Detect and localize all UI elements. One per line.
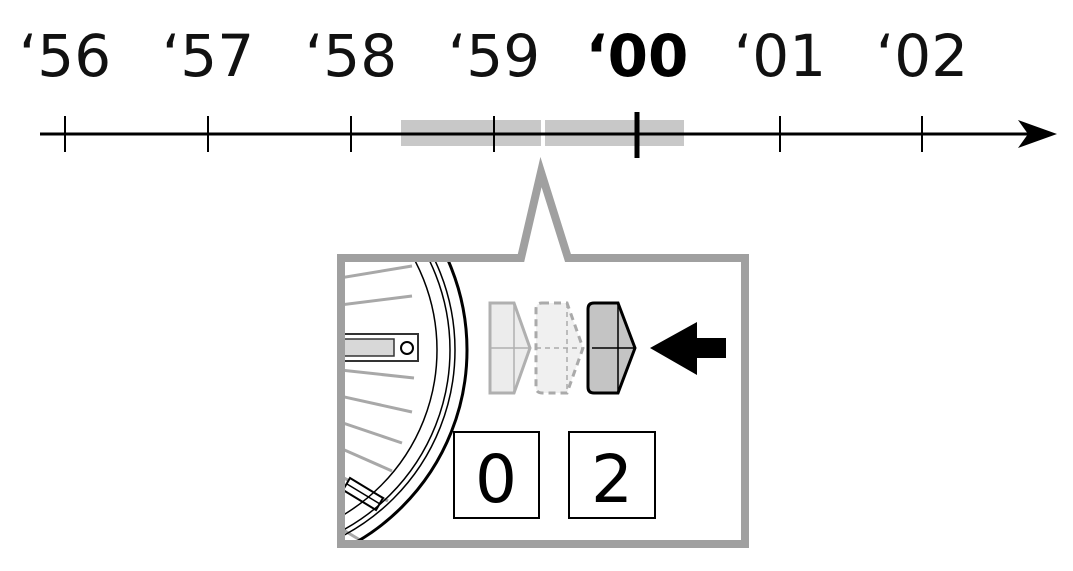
year-labels: ‘56 ‘57 ‘58 ‘59 ‘00 ‘01 ‘02: [19, 22, 968, 90]
timeline-axis: [40, 112, 1057, 158]
three-oclock-marker: [345, 333, 419, 362]
hour-marker: [345, 476, 385, 512]
date-digit-ones: 2: [591, 441, 633, 518]
date-digit-tens: 0: [475, 441, 517, 518]
year-label: ‘56: [19, 22, 111, 90]
current-year-label: ‘00: [586, 22, 689, 90]
callout: 0 2: [337, 156, 749, 548]
year-label: ‘01: [734, 22, 826, 90]
crown-position-pulled: [586, 301, 637, 395]
year-label: ‘58: [305, 22, 397, 90]
watch-case: [345, 262, 469, 540]
crown-position-intermediate: [534, 301, 585, 395]
year-label: ‘02: [876, 22, 968, 90]
year-label: ‘59: [448, 22, 540, 90]
date-window: 0 2: [453, 431, 656, 519]
crown-position-normal: [488, 301, 532, 395]
digit-box: [453, 431, 540, 519]
digit-box: [568, 431, 656, 519]
year-label: ‘57: [162, 22, 254, 90]
axis-arrow-icon: [1018, 120, 1057, 148]
push-arrow-icon: [650, 322, 726, 375]
